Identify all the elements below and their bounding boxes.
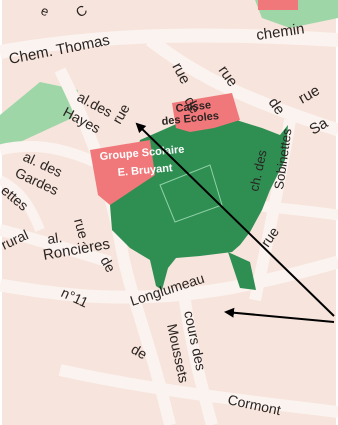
street-label-top-e: e — [39, 3, 51, 20]
street-label-rue-de-4: de — [265, 95, 288, 118]
streets-layer — [0, 28, 338, 425]
road-rue-vertical-left — [54, 67, 176, 425]
green-strip — [228, 252, 256, 290]
road-rue-de — [146, 34, 338, 137]
road-gardes — [0, 175, 45, 232]
building-groupe-scolaire — [90, 140, 155, 205]
road-cours-des-moussets — [179, 299, 218, 425]
school-building-outline — [159, 164, 223, 223]
road-ch-des-sobinettes — [249, 119, 296, 302]
road-al-roncieres — [0, 224, 112, 268]
street-label-rue-de-2: de — [180, 94, 203, 117]
street-label-de-bottom: de — [129, 341, 151, 363]
place-label-e-bruyant: E. Bruyant — [117, 162, 173, 179]
street-label-chemin: chemin — [255, 20, 305, 44]
road-longlumeau — [0, 255, 338, 304]
road-cormont — [58, 364, 338, 418]
red-building-top — [258, 0, 298, 10]
street-label-rue-de-left-1: rue — [71, 217, 92, 241]
place-label-des-ecoles: des Ecoles — [161, 110, 219, 128]
school-grounds-green — [110, 118, 288, 290]
place-label-caisse: Caisse — [175, 99, 212, 115]
arrow-pointer-icon — [224, 307, 335, 323]
road-chem-thomas — [0, 28, 338, 59]
green-area-left — [0, 82, 78, 150]
street-label-rue-de-left-2: de — [97, 254, 119, 276]
arrow-pointer-icon — [135, 122, 335, 317]
street-label-al-roncieres-1: al. — [46, 229, 63, 247]
building-caisse-des-ecoles — [172, 93, 240, 132]
